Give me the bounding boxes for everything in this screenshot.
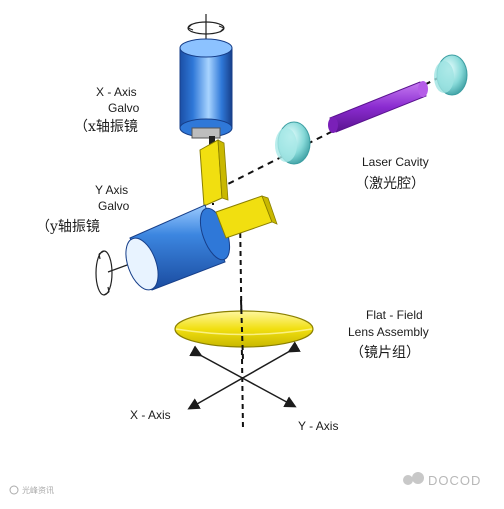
x-galvo-mirror xyxy=(199,139,229,207)
beam-through-lens xyxy=(240,299,244,361)
label-laser-cavity-line2: （激光腔） xyxy=(355,175,425,192)
label-x-galvo-line3: （x轴振镜 xyxy=(74,119,138,135)
label-lens-line3: （镜片组） xyxy=(350,345,420,361)
label-y-axis: Y - Axis xyxy=(298,419,338,433)
label-y-galvo-line3: （y轴振镜 xyxy=(36,219,100,235)
work-plane-axes xyxy=(187,341,301,410)
label-y-galvo-line1: Y Axis xyxy=(95,183,128,197)
weibo-logo-icon xyxy=(9,485,19,495)
y-galvo-rotation-icon xyxy=(95,250,113,296)
label-laser-cavity: Laser Cavity （激光腔） xyxy=(355,155,429,192)
label-x-axis: X - Axis xyxy=(130,408,171,422)
label-lens-line2: Lens Assembly xyxy=(348,325,429,339)
laser-end-mirror-right xyxy=(434,54,468,96)
laser-beam-path xyxy=(212,76,441,431)
label-x-galvo-line1: X - Axis xyxy=(96,85,137,99)
docod-logo-icon xyxy=(403,472,424,485)
watermark-right-text: DOCOD xyxy=(428,473,481,488)
laser-end-mirror-left xyxy=(275,121,311,165)
watermark-left: 光峰资讯 xyxy=(9,485,54,495)
y-axis-galvo xyxy=(95,204,251,296)
y-galvo-mirror xyxy=(215,195,278,239)
label-laser-cavity-line1: Laser Cavity xyxy=(362,155,429,169)
watermark-left-text: 光峰资讯 xyxy=(22,485,54,495)
watermark-right: DOCOD xyxy=(403,472,481,488)
label-x-axis-galvo: X - Axis Galvo （x轴振镜 xyxy=(74,85,140,135)
flat-field-lens xyxy=(174,310,314,348)
label-y-galvo-line2: Galvo xyxy=(98,199,130,213)
label-lens-line1: Flat - Field xyxy=(366,308,423,322)
label-y-axis-galvo: Y Axis Galvo （y轴振镜 xyxy=(36,183,130,235)
x-axis-galvo xyxy=(179,14,233,146)
laser-cavity xyxy=(275,54,468,165)
laser-rod xyxy=(328,81,428,133)
label-lens-assembly: Flat - Field Lens Assembly （镜片组） xyxy=(348,308,429,361)
label-x-galvo-line2: Galvo xyxy=(108,101,140,115)
